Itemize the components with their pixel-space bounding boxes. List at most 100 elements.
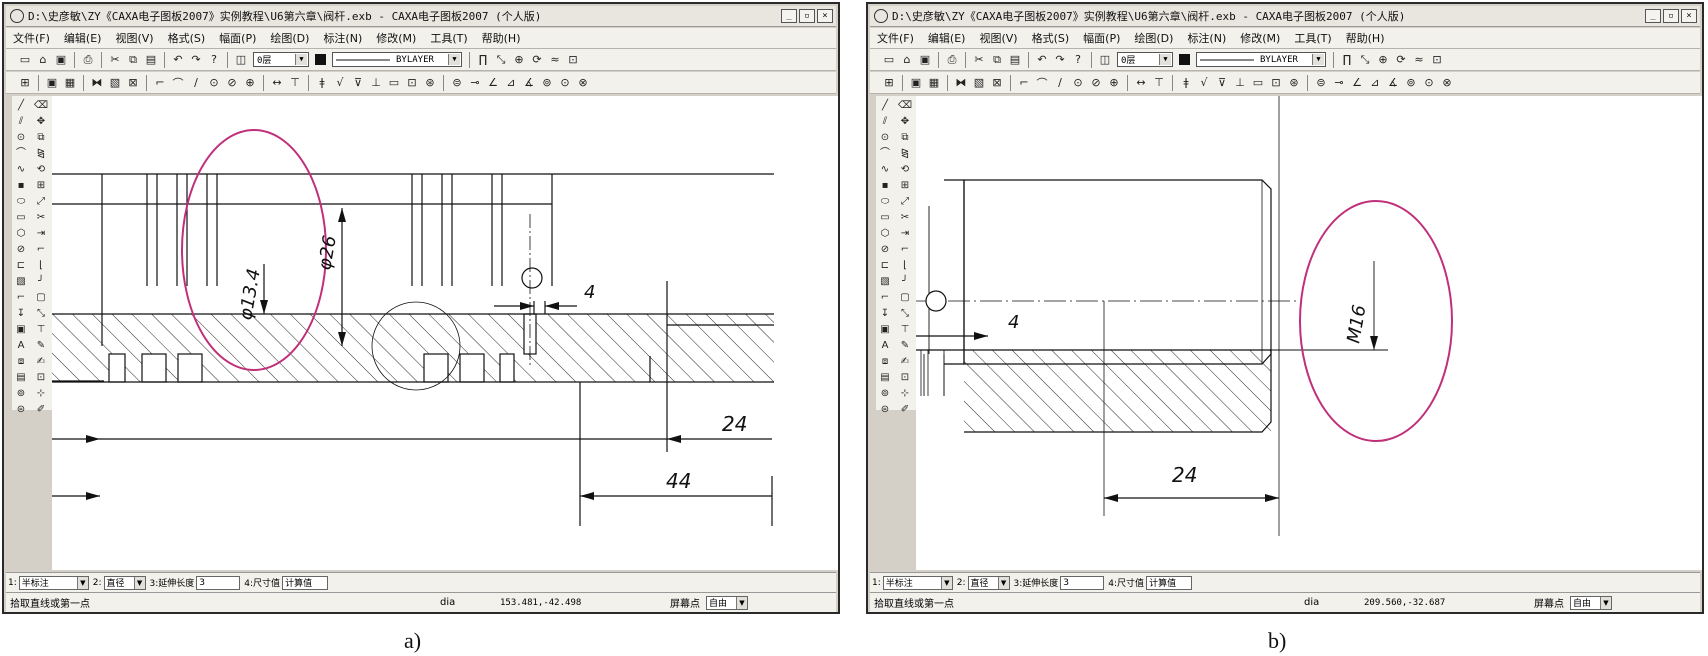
cut-icon[interactable]: ✂ — [974, 53, 984, 66]
parallel-icon[interactable]: ∕ — [1058, 76, 1062, 89]
mirror-icon[interactable]: ⧎ — [900, 148, 910, 159]
grid-icon[interactable]: ⊞ — [20, 76, 30, 89]
zoom-all-icon[interactable]: ⊕ — [1109, 76, 1119, 89]
move-icon[interactable]: ✥ — [900, 116, 910, 127]
text-icon[interactable]: A — [881, 340, 889, 351]
attributes-icon[interactable]: ▦ — [64, 76, 76, 89]
layer-combo[interactable]: 0层▼ — [1117, 52, 1173, 67]
zoom-window-icon[interactable]: ⊘ — [1091, 76, 1101, 89]
roughness-icon[interactable]: √ — [336, 76, 344, 89]
ellipse-icon[interactable]: ⬭ — [16, 196, 26, 207]
zoom-icon[interactable]: ⤡ — [496, 52, 506, 66]
chamfer-icon[interactable]: ⊤ — [1154, 76, 1164, 89]
edit-icon[interactable]: ✎ — [900, 340, 910, 351]
weld-icon[interactable]: ⊡ — [900, 372, 910, 383]
angle-icon[interactable]: ∡ — [1388, 76, 1398, 89]
circle-icon[interactable]: ⊙ — [880, 132, 890, 143]
block-icon[interactable]: ▣ — [16, 324, 26, 335]
trim-icon[interactable]: ✂ — [36, 212, 46, 223]
measure-icon[interactable]: ⊹ — [36, 388, 46, 399]
menu-help[interactable]: 帮助(H) — [481, 32, 521, 45]
layer-icon[interactable]: ◫ — [235, 53, 247, 66]
new-file-icon[interactable]: ▭ — [19, 53, 31, 66]
zoom-window-icon[interactable]: ⊙ — [1424, 76, 1434, 89]
parallel-icon[interactable]: ⫽ — [18, 116, 24, 127]
table-icon[interactable]: ▤ — [16, 372, 26, 383]
color-swatch[interactable] — [1179, 54, 1190, 65]
property-icon[interactable]: ✍ — [900, 356, 910, 367]
snap-icon[interactable]: ▣ — [910, 76, 922, 89]
copy-icon[interactable]: ⧉ — [37, 132, 45, 143]
snap-mode-select[interactable]: 自由▼ — [1570, 595, 1612, 610]
menu-draw[interactable]: 绘图(D) — [270, 32, 310, 45]
fillet-icon[interactable]: ╯ — [901, 276, 909, 287]
dimension-value-input[interactable]: 计算值 — [1146, 575, 1193, 590]
zoom-all-icon[interactable]: ⊗ — [578, 76, 588, 89]
break-icon[interactable]: ⌐ — [36, 244, 46, 255]
hatch-icon[interactable]: ▧ — [109, 76, 121, 89]
polyline-icon[interactable]: ⌐ — [880, 292, 890, 303]
point-icon[interactable]: ▪ — [17, 180, 25, 191]
linetype-combo[interactable]: BYLAYER▼ — [332, 52, 462, 67]
dimension-icon[interactable]: ⧓ — [91, 76, 103, 89]
block-icon[interactable]: ▭ — [388, 76, 400, 89]
spline-icon[interactable]: ∿ — [880, 164, 890, 175]
leader-icon[interactable]: ↧ — [16, 308, 26, 319]
save-icon[interactable]: ▣ — [919, 53, 931, 66]
parallel-icon[interactable]: ∕ — [194, 76, 198, 89]
arc-icon[interactable]: ⌒ — [172, 76, 184, 90]
zoom-window-icon[interactable]: ⊕ — [1378, 53, 1388, 66]
print-icon[interactable]: ⎙ — [83, 52, 93, 66]
table-icon[interactable]: ▤ — [880, 372, 890, 383]
color-swatch[interactable] — [315, 54, 326, 65]
text-icon[interactable]: A — [17, 340, 25, 351]
menu-help[interactable]: 帮助(H) — [1345, 32, 1385, 45]
point-icon[interactable]: ▪ — [881, 180, 889, 191]
table-icon[interactable]: ⊡ — [407, 76, 417, 89]
zoom-all-icon[interactable]: ⊕ — [245, 76, 255, 89]
line-icon[interactable]: ⌐ — [1019, 76, 1029, 89]
layer-icon[interactable]: ◫ — [1099, 53, 1111, 66]
linetype-combo[interactable]: BYLAYER▼ — [1196, 52, 1326, 67]
measure-icon[interactable]: ⊹ — [900, 388, 910, 399]
new-file-icon[interactable]: ▭ — [883, 53, 895, 66]
image-icon[interactable]: ⧈ — [881, 356, 889, 367]
rectangle-icon[interactable]: ▭ — [16, 212, 26, 223]
center-line-icon[interactable]: ⊘ — [880, 244, 890, 255]
datum-icon[interactable]: ǂ — [1183, 76, 1189, 89]
menu-modify[interactable]: 修改(M) — [1240, 32, 1281, 45]
explode-icon[interactable]: ▢ — [900, 292, 910, 303]
delete-icon[interactable]: ⌫ — [33, 100, 49, 111]
polygon-icon[interactable]: ⬡ — [16, 228, 26, 239]
rectangle-icon[interactable]: ▭ — [880, 212, 890, 223]
menu-sheet[interactable]: 幅面(P) — [1083, 32, 1121, 45]
help-icon[interactable]: ? — [1075, 53, 1081, 66]
query-icon[interactable]: ⊜ — [1316, 76, 1326, 89]
close-button[interactable]: × — [1681, 9, 1697, 23]
polyline-icon[interactable]: ⌐ — [16, 292, 26, 303]
menu-dimension[interactable]: 标注(N) — [1187, 32, 1227, 45]
redraw-icon[interactable]: ≈ — [550, 53, 560, 66]
rotate-icon[interactable]: ⟲ — [900, 164, 910, 175]
dimension-icon[interactable]: ↔ — [1136, 76, 1146, 89]
ellipse-icon[interactable]: ⬭ — [880, 196, 890, 207]
stretch-icon[interactable]: ⤡ — [37, 308, 45, 319]
menu-edit[interactable]: 编辑(E) — [927, 32, 966, 45]
save-icon[interactable]: ▣ — [55, 53, 67, 66]
grid-icon[interactable]: ⊞ — [884, 76, 894, 89]
copy-icon[interactable]: ⧉ — [129, 52, 137, 66]
dimension-value-input[interactable]: 计算值 — [282, 575, 329, 590]
roughness-icon[interactable]: √ — [1200, 76, 1208, 89]
stretch-icon[interactable]: ⤡ — [901, 308, 909, 319]
equidistant-icon[interactable]: ⊏ — [16, 260, 26, 271]
chamfer-icon[interactable]: ⊤ — [290, 76, 300, 89]
circle-icon[interactable]: ⊙ — [16, 132, 26, 143]
break-icon[interactable]: ⌐ — [900, 244, 910, 255]
zoom-window-icon[interactable]: ⊙ — [560, 76, 570, 89]
copy-icon[interactable]: ⧉ — [993, 52, 1001, 66]
line-icon[interactable]: ╱ — [881, 100, 889, 111]
datum-icon[interactable]: ǂ — [319, 76, 325, 89]
refresh-icon[interactable]: ⟳ — [532, 53, 542, 66]
redo-icon[interactable]: ↷ — [1055, 53, 1065, 66]
hatch-icon[interactable]: ▧ — [16, 276, 26, 287]
